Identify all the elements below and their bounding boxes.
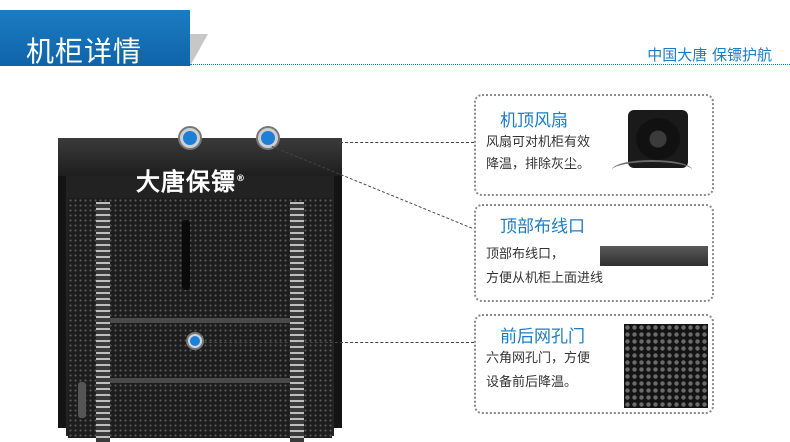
cable-entry-plate-icon [600, 246, 708, 266]
mesh-door-hotspot[interactable] [188, 334, 202, 348]
cabinet-top [58, 138, 342, 176]
fan-hotspot-right[interactable] [258, 128, 278, 148]
cabinet-shelf [110, 318, 290, 323]
callout-cable-entry: 顶部布线口 顶部布线口， 方便从机柜上面进线 [474, 204, 714, 302]
section-title-tab: 机柜详情 [0, 10, 208, 68]
callout-text-line: 方便从机柜上面进线 [486, 271, 604, 286]
connector-line-mesh-door [204, 342, 474, 343]
callout-text-line: 设备前后降温。 [486, 375, 578, 390]
fan-icon [628, 110, 688, 168]
cabinet-shelf [110, 378, 290, 383]
callout-text-line: 降温，排除灰尘。 [486, 157, 591, 172]
callout-text-line: 顶部布线口， [486, 247, 565, 262]
connector-line-fan [340, 142, 474, 143]
cable-bundle [182, 220, 190, 290]
door-handle [78, 382, 86, 418]
callout-text-line: 风扇可对机柜有效 [486, 135, 591, 150]
header-divider [190, 64, 790, 65]
mounting-rail-left [96, 202, 110, 442]
fan-hotspot-left[interactable] [180, 128, 200, 148]
callout-top-fan: 机顶风扇 风扇可对机柜有效 降温，排除灰尘。 [474, 94, 714, 196]
mounting-rail-right [290, 202, 304, 442]
callout-mesh-door: 前后网孔门 六角网孔门，方便 设备前后降温。 [474, 314, 714, 414]
callout-title: 前后网孔门 [500, 327, 585, 347]
hex-mesh-icon [624, 324, 708, 408]
fan-wire [612, 160, 692, 180]
server-cabinet-image: 大唐保镖® [58, 138, 342, 442]
callout-text-line: 六角网孔门，方便 [486, 351, 591, 366]
cabinet-brand-logo: 大唐保镖® [136, 168, 246, 196]
section-title: 机柜详情 [26, 35, 143, 68]
callout-title: 顶部布线口 [500, 217, 585, 237]
brand-slogan: 中国大唐 保镖护航 [647, 46, 772, 64]
callout-title: 机顶风扇 [500, 111, 568, 131]
